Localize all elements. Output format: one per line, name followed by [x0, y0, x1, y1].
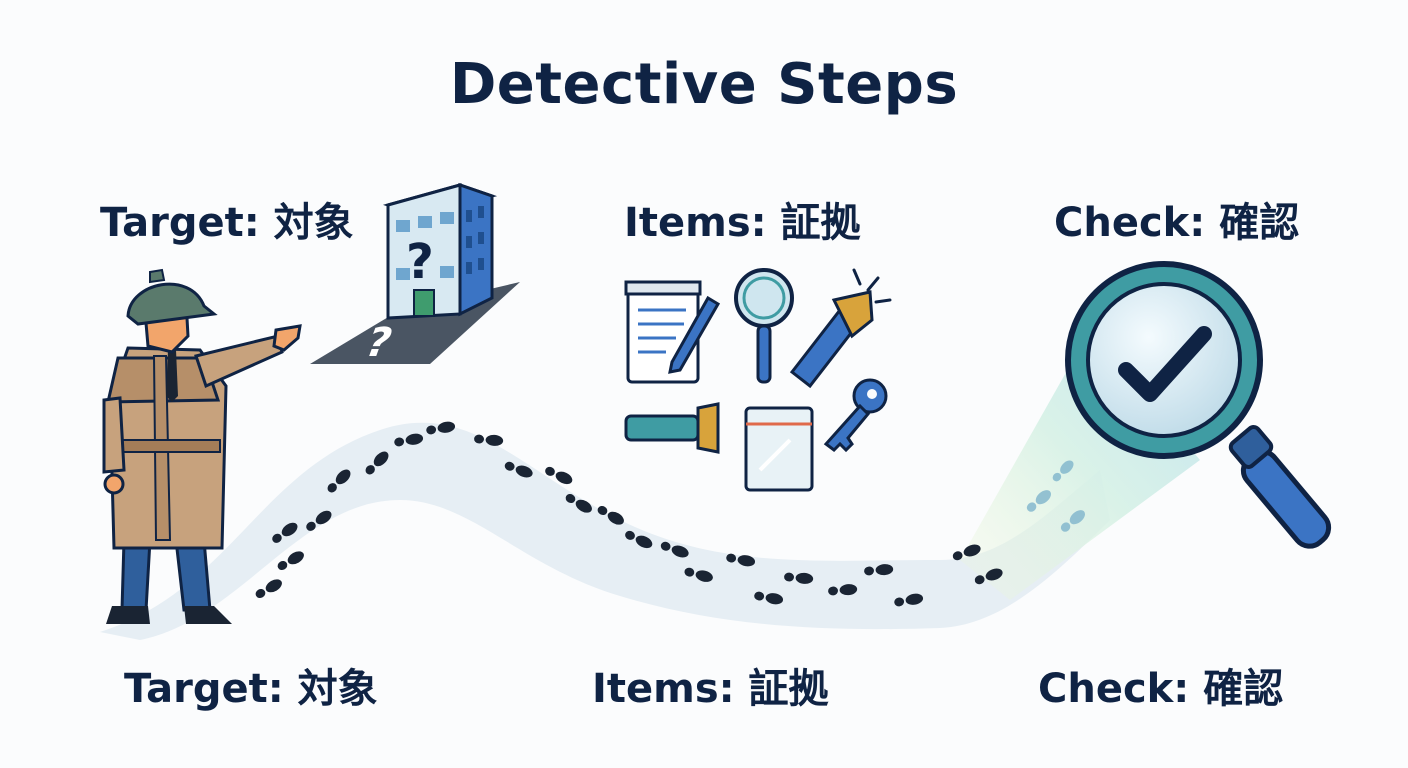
- building-icon: ? ?: [310, 182, 520, 366]
- step-items-bottom-label: Items: 証拠: [592, 666, 829, 712]
- footprint-path: [100, 422, 1110, 640]
- step-items-top-label: Items: 証拠: [624, 200, 861, 246]
- page-title: Detective Steps: [449, 52, 959, 117]
- detective-figure: [102, 268, 302, 624]
- notepad-icon: [624, 280, 721, 384]
- step-check-top-label: Check: 確認: [1054, 200, 1300, 246]
- step-target-bottom-label: Target: 対象: [124, 666, 378, 712]
- step-target-top-label: Target: 対象: [100, 200, 354, 246]
- small-magnifier-icon: [734, 268, 794, 384]
- step-check-bottom-label: Check: 確認: [1038, 666, 1284, 712]
- flashlight-icon: [789, 268, 892, 389]
- evidence-bag-icon: [744, 406, 814, 492]
- check-magnifier-icon: [1065, 261, 1332, 549]
- teal-flashlight-icon: [624, 402, 720, 454]
- key-icon: [823, 378, 888, 453]
- building-question-mark: ?: [406, 234, 434, 290]
